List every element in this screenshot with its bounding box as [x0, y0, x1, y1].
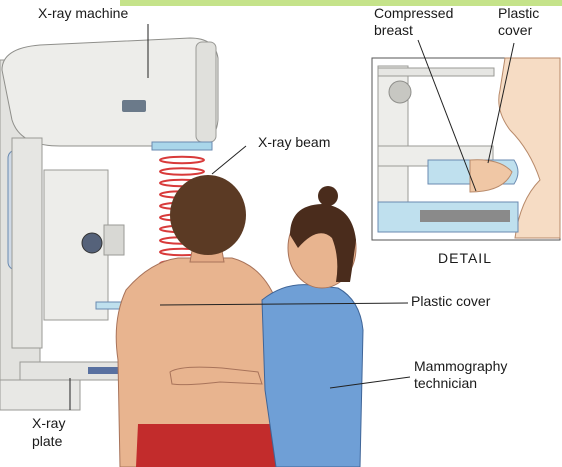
label-compressed-breast-line2: breast: [374, 22, 413, 39]
beam-ring: [160, 157, 204, 163]
adjustment-knob-icon: [82, 233, 102, 253]
label-technician-line1: Mammography: [414, 358, 507, 375]
detail-inset: [372, 58, 560, 240]
label-xray-plate-line1: X-ray: [32, 415, 65, 432]
label-technician-line2: technician: [414, 375, 477, 392]
label-plastic-cover: Plastic cover: [411, 293, 490, 310]
label-xray-plate-line2: plate: [32, 433, 62, 450]
label-compressed-breast-line1: Compressed: [374, 5, 453, 22]
label-plastic-cover-detail-line2: cover: [498, 22, 532, 39]
label-plastic-cover-detail-line1: Plastic: [498, 5, 539, 22]
beam-ring: [160, 168, 204, 174]
label-detail: DETAIL: [438, 250, 492, 267]
control-buttons-icon: [122, 100, 146, 112]
top-bar: [120, 0, 562, 6]
label-xray-machine: X-ray machine: [38, 5, 128, 22]
label-xray-beam: X-ray beam: [258, 134, 330, 151]
